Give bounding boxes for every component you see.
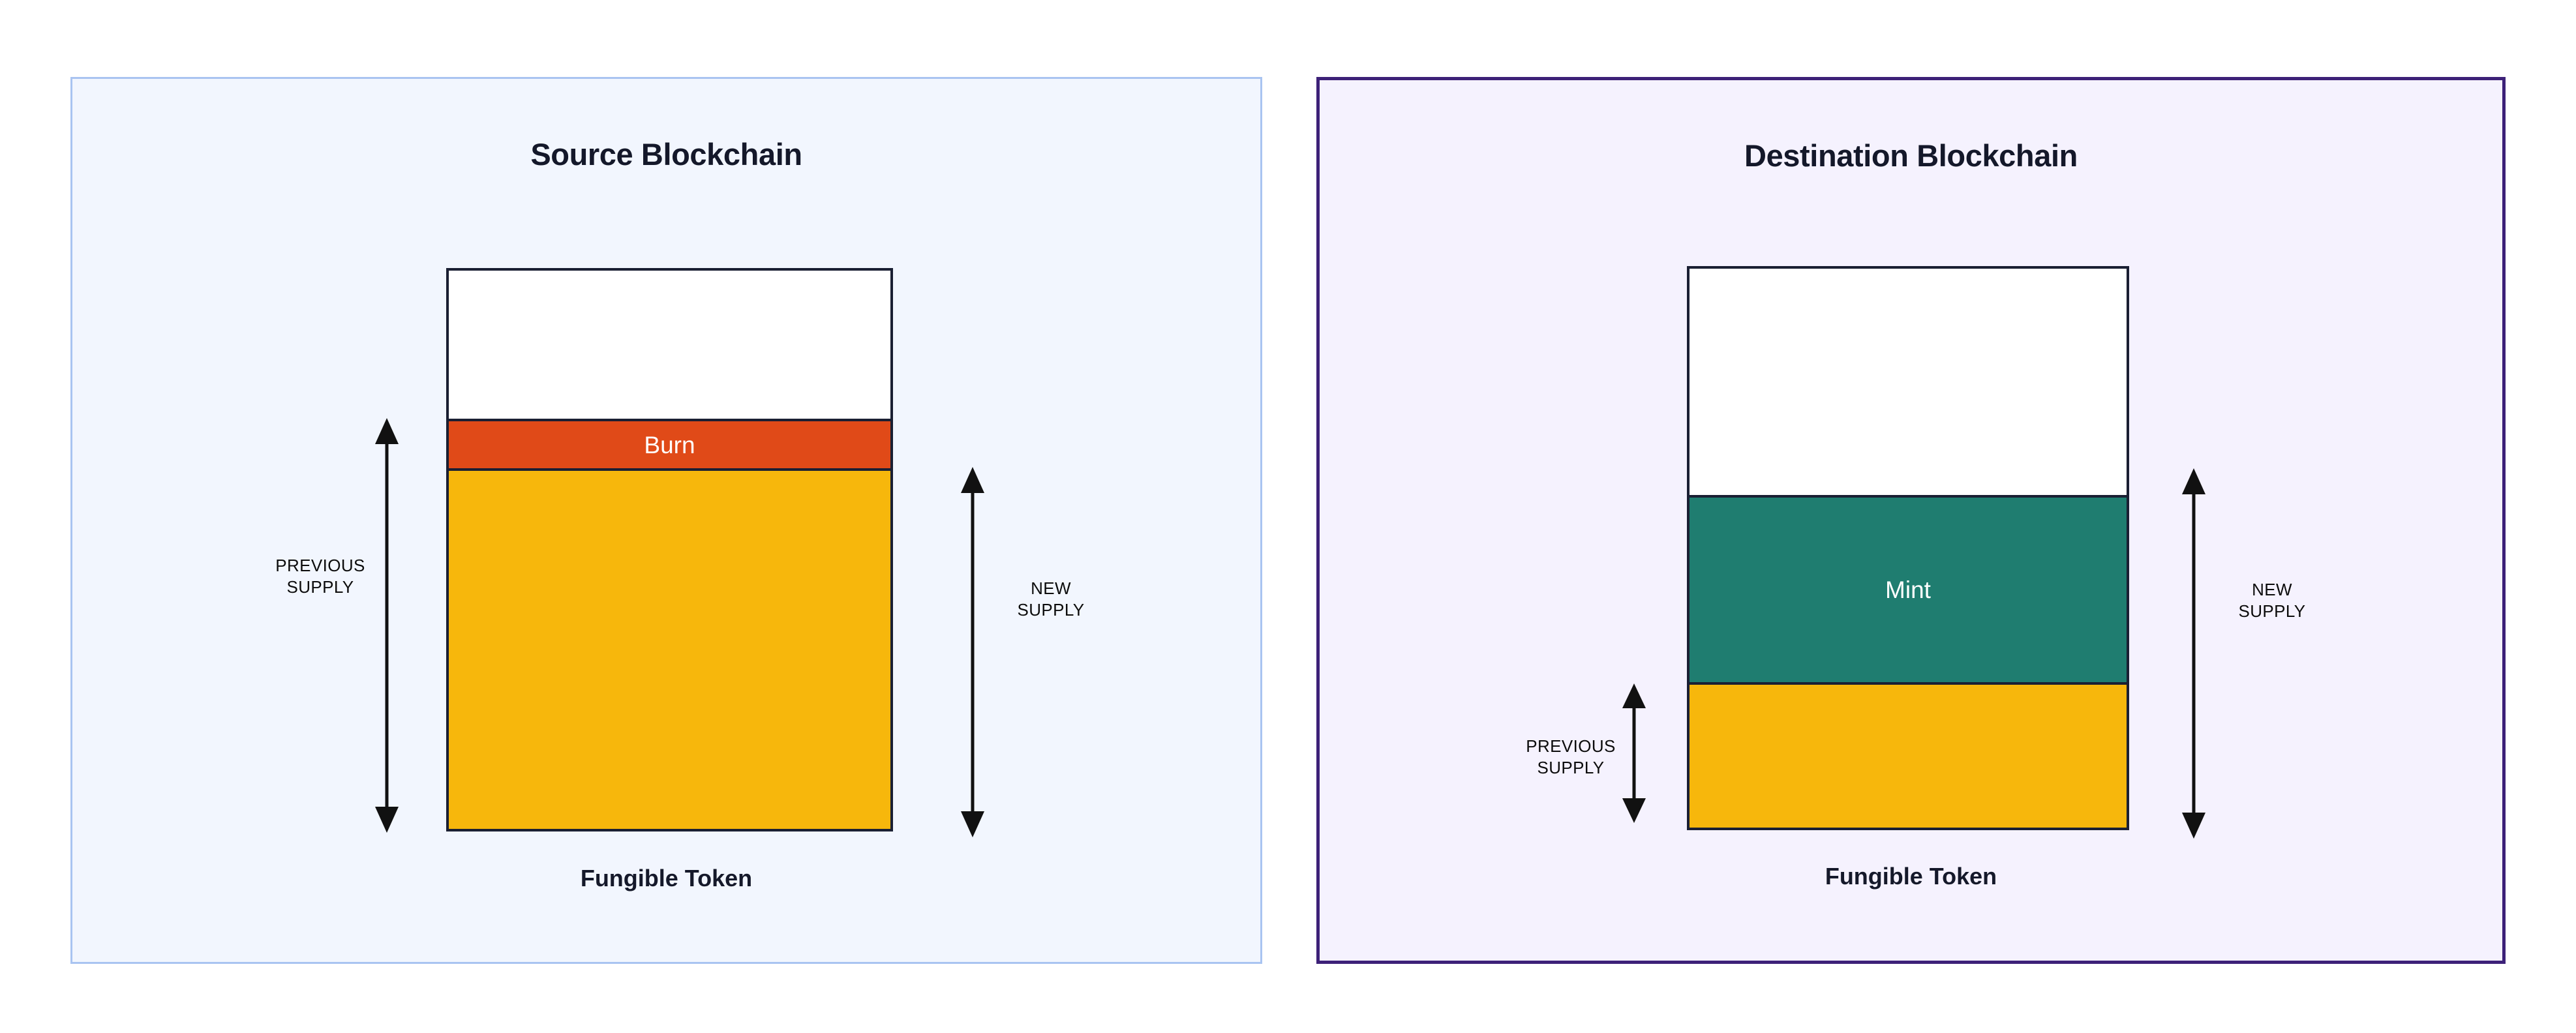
source-previous-supply-arrow bbox=[374, 418, 400, 833]
destination-bar-headroom-segment bbox=[1690, 269, 2127, 496]
source-new-supply-arrow bbox=[960, 467, 986, 837]
source-bar-burn-segment: Burn bbox=[449, 418, 890, 472]
mint-segment-label: Mint bbox=[1885, 576, 1931, 604]
source-bar-headroom-segment bbox=[449, 271, 890, 419]
source-panel-footer: Fungible Token bbox=[580, 865, 753, 891]
source-panel-title: Source Blockchain bbox=[530, 137, 802, 172]
source-new-supply-label: NEW SUPPLY bbox=[1017, 578, 1085, 620]
destination-previous-supply-arrow bbox=[1621, 683, 1647, 823]
destination-token-supply-bar: Mint bbox=[1687, 266, 2129, 830]
source-blockchain-panel: Source Blockchain Burn PREVIOUS SUPPLY bbox=[70, 77, 1262, 964]
destination-previous-supply-label: PREVIOUS SUPPLY bbox=[1526, 736, 1616, 778]
source-bar-existing-supply-segment bbox=[449, 471, 890, 829]
source-token-supply-bar: Burn bbox=[446, 268, 893, 831]
destination-new-supply-label: NEW SUPPLY bbox=[2238, 580, 2306, 621]
burn-segment-label: Burn bbox=[644, 431, 695, 458]
destination-bar-existing-supply-segment bbox=[1690, 685, 2127, 828]
destination-panel-title: Destination Blockchain bbox=[1744, 138, 2078, 173]
destination-new-supply-arrow bbox=[2181, 468, 2207, 839]
destination-panel-footer: Fungible Token bbox=[1825, 863, 1997, 890]
source-previous-supply-label: PREVIOUS SUPPLY bbox=[275, 556, 365, 597]
destination-blockchain-panel: Destination Blockchain Mint PREVIOUS SUP… bbox=[1316, 77, 2506, 964]
destination-bar-mint-segment: Mint bbox=[1690, 495, 2127, 685]
